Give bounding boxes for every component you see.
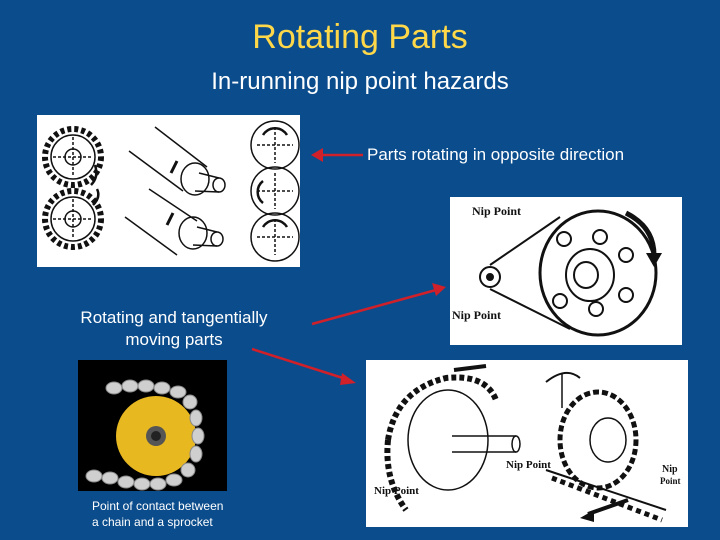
arrow-opposite-icon [311, 148, 363, 162]
belt-pulley-figure: Nip Point Nip Point [450, 197, 682, 345]
arrow-to-chain-icon [251, 347, 356, 385]
roller-lower-icon [124, 188, 224, 256]
slide-subtitle: In-running nip point hazards [211, 68, 509, 95]
gear-lower-icon [42, 188, 104, 250]
rack-label-line2: Point [660, 476, 681, 486]
roller-upper-icon [128, 126, 226, 196]
chain-rack-figure: Nip Point Nip Point Nip Point [366, 360, 688, 527]
photo-caption: Point of contact between a chain and a s… [92, 498, 262, 530]
chain-left-label: Nip Point [374, 485, 419, 497]
label-tangential-line2: moving parts [125, 330, 223, 349]
label-tangential-parts: Rotating and tangentially moving parts [58, 307, 290, 351]
arrow-to-belt-icon [311, 283, 446, 326]
caption-line2: a chain and a sprocket [92, 515, 213, 529]
belt-top-label: Nip Point [472, 204, 521, 218]
rack-label-line1: Nip [662, 464, 678, 475]
chain-mid-label: Nip Point [506, 459, 551, 471]
gears-rollers-figure [37, 115, 300, 267]
caption-line1: Point of contact between [92, 499, 224, 513]
label-tangential-line1: Rotating and tangentially [80, 308, 268, 327]
slide-title: Rotating Parts [252, 18, 468, 56]
label-opposite-direction: Parts rotating in opposite direction [367, 145, 625, 164]
gear-upper-icon [42, 126, 104, 188]
belt-bottom-label: Nip Point [452, 308, 501, 322]
chain-sprocket-photo [78, 360, 227, 491]
rotation-diagram-icon [250, 120, 300, 262]
